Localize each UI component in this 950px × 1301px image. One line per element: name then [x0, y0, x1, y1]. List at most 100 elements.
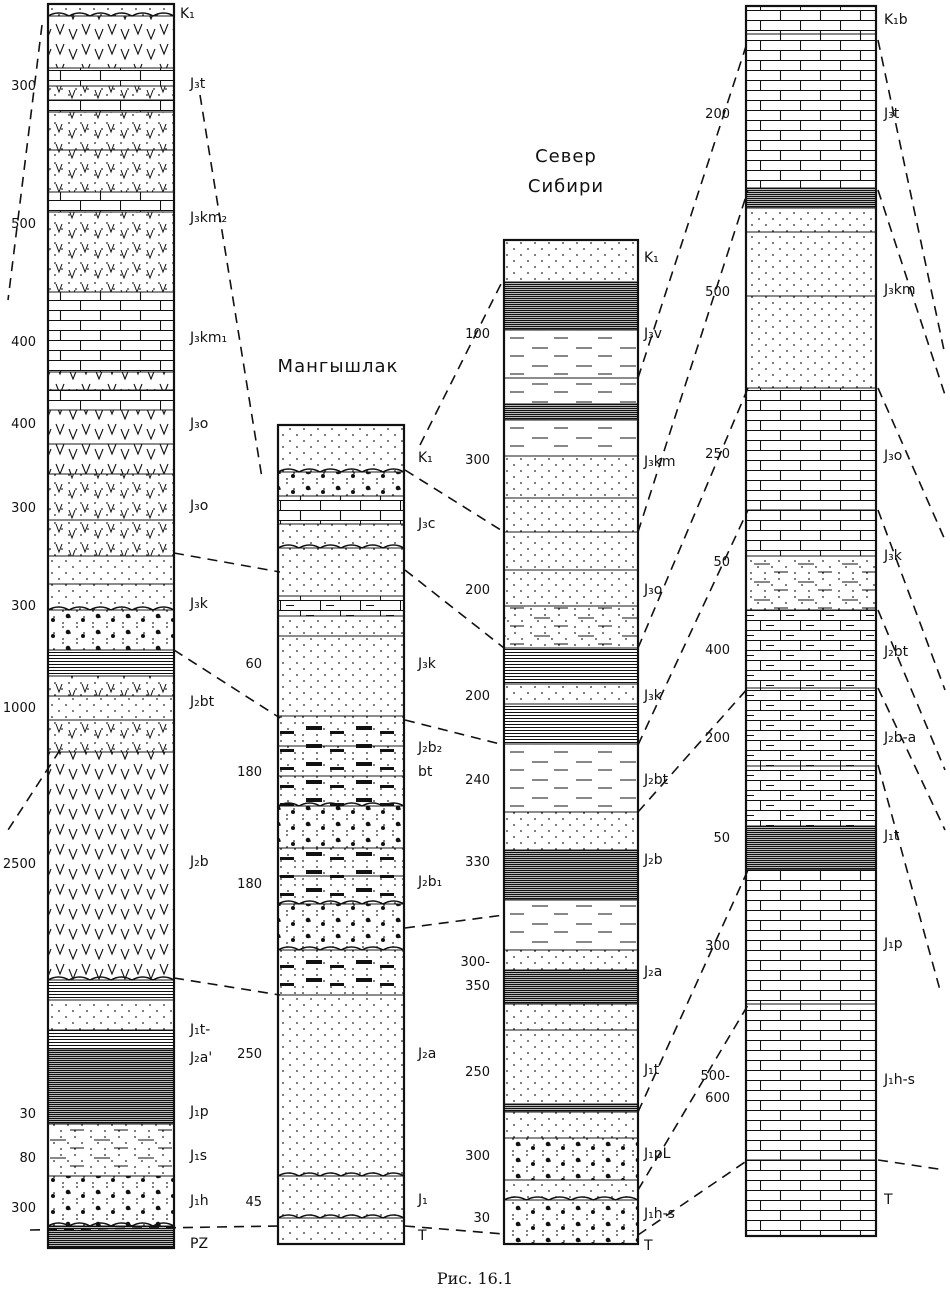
stratum-layer [277, 615, 405, 637]
stratum-layer [503, 811, 639, 851]
unit-label: J₁pL [643, 1146, 671, 1162]
correlation-line [637, 1004, 749, 1191]
thickness-value: 200 [705, 107, 730, 122]
thickness-value: 30 [19, 1107, 36, 1122]
thickness-mangyshlak: 60 180 180 250 45 [237, 657, 262, 1210]
stratum-layer [47, 371, 175, 391]
correlation-line [7, 24, 43, 301]
stratum-layer [503, 1137, 639, 1181]
thickness-value: 200 [465, 583, 490, 598]
stratum-layer [277, 949, 405, 996]
stratum-layer [47, 583, 175, 611]
stratum-layer [47, 1123, 175, 1177]
correlation-line [637, 509, 749, 746]
stratum-layer [503, 899, 639, 951]
correlation-line [419, 277, 505, 446]
thickness-value: 600 [705, 1091, 730, 1106]
stratum-layer [503, 743, 639, 813]
stratum-layer [503, 1029, 639, 1105]
unit-label: K₁b [884, 12, 908, 28]
column-frame [502, 238, 640, 1246]
unconformity-line [47, 606, 175, 611]
stratum-layer [47, 609, 175, 651]
correlation-line [637, 1159, 749, 1236]
unit-label: J₁p [189, 1104, 209, 1120]
stratum-layer [47, 695, 175, 721]
unit-label: K₁ [180, 6, 195, 22]
unit-label: J₂b [643, 852, 663, 868]
thickness-value: 250 [705, 447, 730, 462]
stratum-layer [745, 687, 877, 767]
labels-mangyshlak: K₁ J₃c J₃k J₂b₂ bt J₂b₁ J₂a J₁ T [417, 450, 442, 1244]
correlation-line [877, 609, 946, 771]
unit-label: J₂b₁ [417, 874, 442, 890]
thickness-value: 300 [465, 1149, 490, 1164]
stratum-layer [745, 825, 877, 871]
thickness-value: 100 [465, 327, 490, 342]
stratum-layer [47, 999, 175, 1031]
stratum-layer [277, 471, 405, 497]
correlation-line [877, 509, 946, 691]
correlation-line [877, 189, 946, 396]
stratum-layer [745, 509, 877, 557]
stratum-layer [277, 635, 405, 717]
thickness-value: 50 [713, 555, 730, 570]
unit-label: J₃k [417, 656, 437, 672]
stratum-layer [503, 1179, 639, 1201]
stratum-layer [47, 409, 175, 445]
unconformity-line [277, 946, 405, 951]
unit-label: J₃k [883, 548, 903, 564]
correlation-line [877, 764, 941, 991]
unit-label: J₃k [189, 596, 209, 612]
thickness-value: 180 [237, 765, 262, 780]
stratum-layer [503, 531, 639, 571]
correlation-line [877, 39, 946, 356]
correlation-line [404, 469, 505, 533]
section-title-mangyshlak: Мангышлак [278, 356, 399, 377]
thickness-value: 500- [700, 1069, 730, 1084]
stratum-layer [47, 291, 175, 373]
stratum-layer [503, 703, 639, 745]
unit-label: J₃km [643, 454, 676, 470]
stratum-layer [745, 555, 877, 611]
stratum-layer [47, 555, 175, 585]
labels-north-siberia: K₁ J₃v J₃km J₃o J₃k J₂bt J₂b J₂a J₁t J₁p… [643, 250, 676, 1254]
stratum-layer [503, 455, 639, 499]
stratum-layer [277, 875, 405, 905]
thickness-value: 80 [19, 1151, 36, 1166]
stratum-layer [47, 211, 175, 293]
stratum-layer [503, 1199, 639, 1245]
stratum-layer [47, 99, 175, 113]
stratum-layer [503, 419, 639, 457]
stratum-layer [47, 649, 175, 677]
thickness-value: 30 [473, 1211, 490, 1226]
thickness-value: 400 [11, 335, 36, 350]
unit-label: J₁t [883, 828, 900, 844]
stratum-layer [47, 751, 175, 981]
stratum-layer [503, 239, 639, 283]
stratum-layer [503, 683, 639, 705]
thickness-value: 60 [245, 657, 262, 672]
stratum-layer [47, 15, 175, 69]
unconformity-line [47, 1222, 175, 1227]
unit-label: J₂a' [189, 1050, 212, 1066]
column-frame [46, 2, 176, 1250]
thickness-value: 1000 [3, 701, 36, 716]
stratum-layer [503, 647, 639, 685]
thickness-value: 500 [705, 285, 730, 300]
stratum-layer [47, 675, 175, 697]
correlation-line [877, 1159, 946, 1171]
unit-label: T [417, 1228, 427, 1244]
unit-label: J₁ [417, 1192, 428, 1208]
stratum-layer [47, 1049, 175, 1125]
stratum-layer [47, 191, 175, 213]
stratum-layer [47, 111, 175, 151]
stratum-layer [745, 869, 877, 1005]
thickness-right: 200 500 250 50 400 200 50 300 500- 600 [700, 107, 730, 1106]
correlation-line [637, 869, 749, 1113]
stratum-layer [47, 1029, 175, 1051]
stratum-layer [503, 1103, 639, 1113]
thickness-value: 330 [465, 855, 490, 870]
stratum-layer [745, 295, 877, 389]
unit-label: J₃t [189, 76, 206, 92]
